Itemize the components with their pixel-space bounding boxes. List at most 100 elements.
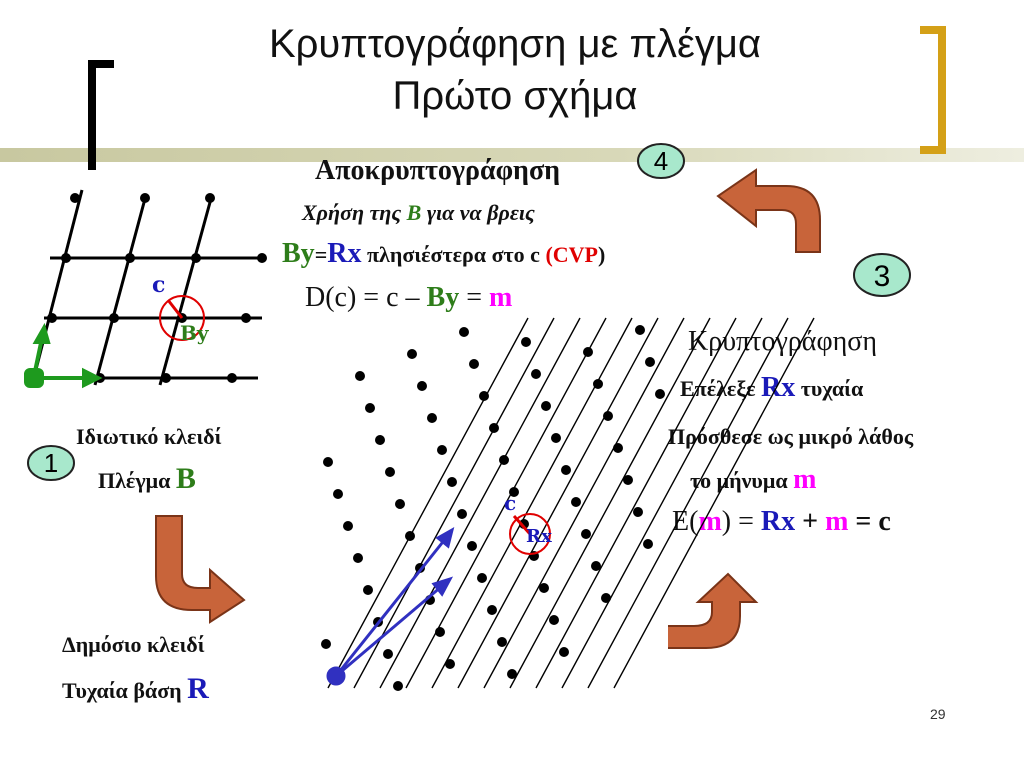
lattice-point xyxy=(445,659,455,669)
lattice-line xyxy=(353,317,555,689)
decryption-heading: Αποκρυπτογράφηση xyxy=(315,155,561,186)
lattice-point xyxy=(365,403,375,413)
lattice-point xyxy=(321,639,331,649)
step-badge-1-text: 1 xyxy=(44,448,58,478)
encryption-formula: E(m) = Rx + m = c xyxy=(672,506,891,538)
lattice-point xyxy=(643,539,653,549)
public-lattice-diagram: c Rx xyxy=(318,317,815,698)
lattice-point xyxy=(645,357,655,367)
lattice-point xyxy=(633,507,643,517)
lattice-line xyxy=(405,317,607,689)
encryption-formula-close: ) = xyxy=(721,506,754,537)
lattice-point xyxy=(581,529,591,539)
lattice-point xyxy=(477,573,487,583)
public-key-label: Δημόσιο κλειδί xyxy=(62,632,205,657)
lattice-point xyxy=(469,359,479,369)
decryption-closest: πλησιέστερα στο c xyxy=(366,242,540,267)
curved-arrow-down-right xyxy=(155,515,246,624)
decryption-line1-prefix: Χρήση της xyxy=(302,200,402,225)
step-badge-1: 1 xyxy=(27,445,75,481)
lattice-point xyxy=(395,499,405,509)
slide-title-line2: Πρώτο σχήμα xyxy=(392,74,638,118)
lattice-point xyxy=(551,433,561,443)
lattice-line xyxy=(379,317,581,689)
lattice-point xyxy=(539,583,549,593)
lattice-point xyxy=(363,585,373,595)
lattice-point xyxy=(583,347,593,357)
decryption-formula-m: m xyxy=(489,282,513,313)
decryption-formula-eq: = xyxy=(466,282,482,313)
lattice-point xyxy=(405,531,415,541)
private-key-lattice-prefix: Πλέγμα xyxy=(98,468,171,493)
lattice-line xyxy=(327,317,529,689)
lattice-point xyxy=(383,649,393,659)
encryption-choose-prefix: Επέλεξε xyxy=(680,376,756,401)
lattice-point xyxy=(479,391,489,401)
lattice-point xyxy=(531,369,541,379)
lattice-right-c-label: c xyxy=(504,491,516,515)
lattice-point xyxy=(623,475,633,485)
encryption-formula-E: E( xyxy=(672,506,699,537)
lattice-point xyxy=(571,497,581,507)
lattice-line xyxy=(483,317,685,689)
lattice-point xyxy=(613,443,623,453)
lattice-right-rx-label: Rx xyxy=(526,526,552,547)
lattice-point xyxy=(375,435,385,445)
encryption-formula-rx: Rx xyxy=(760,506,796,537)
lattice-point xyxy=(459,327,469,337)
slide-title-line1: Κρυπτογράφηση με πλέγμα xyxy=(268,22,762,66)
lattice-line xyxy=(587,317,789,689)
decryption-line2: By=Rx πλησιέστερα στο c (CVP) xyxy=(282,238,605,270)
lattice-point xyxy=(593,379,603,389)
public-key-basis: Τυχαία βάση R xyxy=(62,672,209,706)
encryption-msg-m: m xyxy=(793,464,817,495)
curved-arrow-left-down xyxy=(716,168,821,253)
public-key-basis-R: R xyxy=(187,672,209,705)
decryption-formula-prefix: D(c) = c – xyxy=(305,282,420,313)
encryption-formula-plus: + xyxy=(802,506,819,537)
right-bracket xyxy=(920,26,946,154)
lattice-point xyxy=(487,605,497,615)
cvp-close: ) xyxy=(598,242,606,267)
encryption-msg-prefix: το μήνυμα xyxy=(690,468,788,493)
title-underline-bar xyxy=(0,148,1024,162)
lattice-point xyxy=(561,465,571,475)
lattice-line xyxy=(457,317,659,689)
lattice-point xyxy=(417,381,427,391)
lattice-point xyxy=(427,413,437,423)
lattice-point xyxy=(343,521,353,531)
lattice-point xyxy=(509,487,519,497)
lattice-point xyxy=(541,401,551,411)
lattice-point xyxy=(385,467,395,477)
private-lattice-diagram: c By xyxy=(0,180,270,410)
step-badge-3-text: 3 xyxy=(874,260,891,293)
lattice-left-by-label: By xyxy=(180,321,210,345)
lattice-point xyxy=(467,541,477,551)
encryption-choose: Επέλεξε Rx τυχαία xyxy=(680,372,863,404)
lattice-left-c-label: c xyxy=(152,272,165,298)
left-bracket xyxy=(88,60,114,170)
lattice-point xyxy=(591,561,601,571)
encryption-choose-suffix: τυχαία xyxy=(800,376,864,401)
lattice-point xyxy=(559,647,569,657)
decryption-formula: D(c) = c – By = m xyxy=(305,282,512,314)
lattice-point xyxy=(499,455,509,465)
cvp-label: CVP xyxy=(552,242,598,267)
decryption-line1: Χρήση της B για να βρεις xyxy=(302,200,535,226)
step-badge-4-text: 4 xyxy=(654,146,668,176)
encryption-formula-m1: m xyxy=(698,506,722,537)
lattice-line xyxy=(535,317,737,689)
lattice-point xyxy=(437,445,447,455)
step-badge-4: 4 xyxy=(637,143,685,179)
encryption-formula-m2: m xyxy=(825,506,849,537)
decryption-formula-by: By xyxy=(426,282,460,313)
lattice-point xyxy=(323,457,333,467)
lattice-point xyxy=(601,593,611,603)
lattice-point xyxy=(507,669,517,679)
lattice-point xyxy=(603,411,613,421)
encryption-choose-rx: Rx xyxy=(761,372,796,403)
lattice-point xyxy=(489,423,499,433)
lattice-point xyxy=(655,389,665,399)
lattice-point xyxy=(447,477,457,487)
lattice-point xyxy=(355,371,365,381)
